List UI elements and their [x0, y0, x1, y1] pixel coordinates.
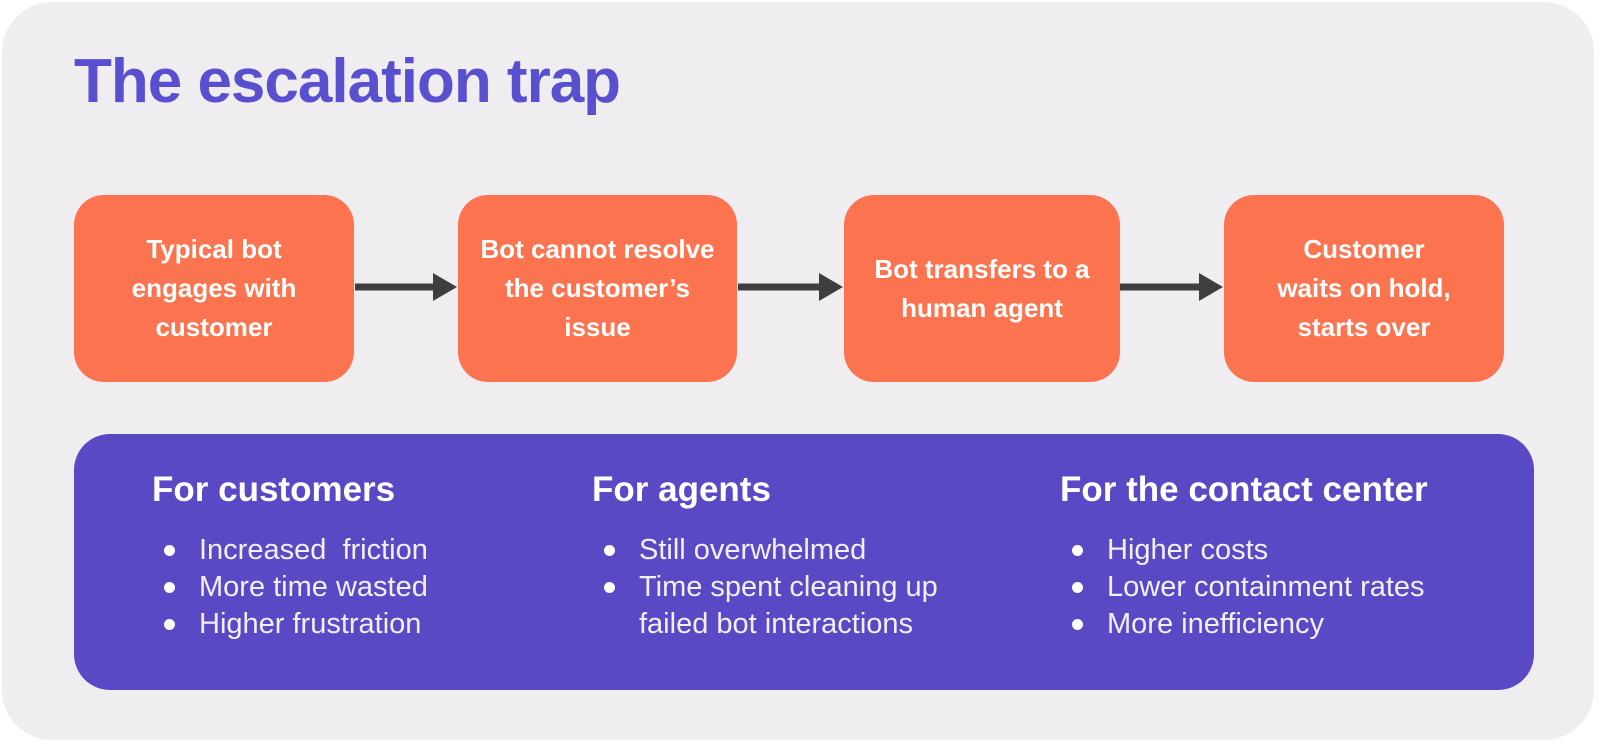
list-item-label: Higher costs [1107, 534, 1269, 566]
arrow-right-icon [1120, 273, 1223, 301]
list-item: Higher frustration [152, 606, 582, 643]
bullet-icon [164, 545, 175, 556]
list-item-label: Higher frustration [199, 608, 422, 640]
bullet-list: Higher costs Lower containment rates Mor… [1060, 532, 1520, 643]
bullet-icon [604, 582, 615, 593]
panel-column-agents: For agents Still overwhelmed Time spent … [592, 470, 1042, 643]
list-item: Higher costs [1060, 532, 1520, 569]
impact-panel: For customers Increased friction More ti… [74, 434, 1534, 690]
list-item-label: Still overwhelmed [639, 534, 867, 566]
list-item-label: More time wasted [199, 571, 428, 603]
bullet-list: Increased friction More time wasted High… [152, 532, 582, 643]
arrow-head [1199, 273, 1223, 301]
flow-step-customer-waits: Customer waits on hold, starts over [1224, 195, 1504, 382]
page-title: The escalation trap [74, 47, 621, 116]
bullet-icon [604, 545, 615, 556]
bullet-icon [1072, 545, 1083, 556]
column-heading: For agents [592, 470, 771, 509]
arrow-shaft [355, 283, 437, 291]
list-item-label: More inefficiency [1107, 608, 1325, 640]
arrow-head [819, 273, 843, 301]
flow-step-bot-cannot-resolve: Bot cannot resolve the customer’s issue [458, 195, 737, 382]
arrow-right-icon [355, 273, 457, 301]
arrow-shaft [738, 283, 823, 291]
bullet-list: Still overwhelmed Time spent cleaning up… [592, 532, 1042, 643]
list-item-label: Increased friction [199, 534, 428, 566]
arrow-shaft [1120, 283, 1203, 291]
list-item: More inefficiency [1060, 606, 1520, 643]
arrow-head [433, 273, 457, 301]
panel-column-customers: For customers Increased friction More ti… [152, 470, 582, 643]
list-item-label: Time spent cleaning up failed bot intera… [639, 571, 938, 640]
list-item: Lower containment rates [1060, 569, 1520, 606]
flow-step-bot-transfers: Bot transfers to a human agent [844, 195, 1120, 382]
arrow-right-icon [738, 273, 843, 301]
column-heading: For the contact center [1060, 470, 1428, 509]
panel-column-contact-center: For the contact center Higher costs Lowe… [1060, 470, 1520, 643]
list-item: Increased friction [152, 532, 582, 569]
bullet-icon [1072, 582, 1083, 593]
list-item: More time wasted [152, 569, 582, 606]
bullet-icon [1072, 619, 1083, 630]
bullet-icon [164, 582, 175, 593]
bullet-icon [164, 619, 175, 630]
flow-step-bot-engages: Typical bot engages with customer [74, 195, 354, 382]
list-item-label: Lower containment rates [1107, 571, 1425, 603]
list-item: Time spent cleaning up failed bot intera… [592, 569, 1042, 643]
list-item: Still overwhelmed [592, 532, 1042, 569]
column-heading: For customers [152, 470, 396, 509]
